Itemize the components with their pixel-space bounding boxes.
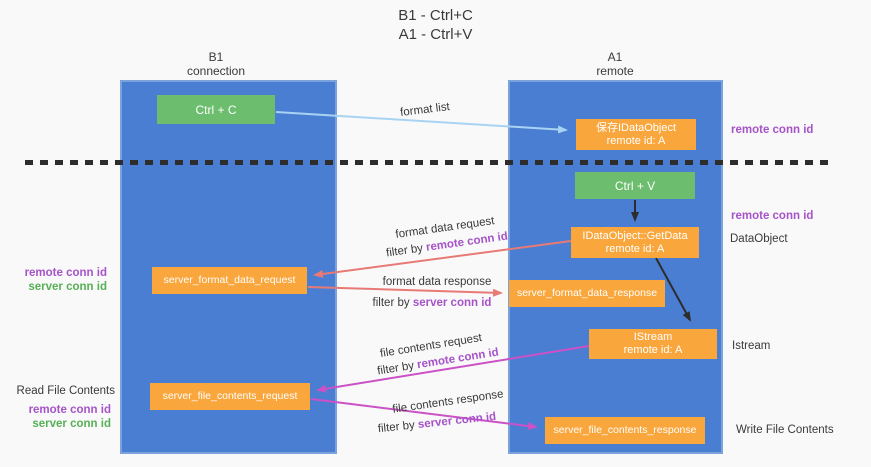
node-idataobject-getdata: IDataObject::GetData remote id: A <box>571 227 699 258</box>
right-label-remote-conn-id-mid: remote conn id <box>731 210 814 222</box>
left-label-remote-conn-id-2: remote conn id <box>28 404 111 416</box>
diagram-title-line2: A1 - Ctrl+V <box>398 26 473 43</box>
edge-label-format-list: format list <box>399 101 451 119</box>
node-istream-line1: IStream <box>633 331 673 343</box>
dashed-separator-line <box>25 160 835 165</box>
server-conn-id-text: server conn id <box>417 410 497 431</box>
node-istream-line2: remote id: A <box>623 344 683 356</box>
diagram-title-line1: B1 - Ctrl+C <box>398 7 473 24</box>
left-label-read-file-contents: Read File Contents <box>16 385 115 397</box>
node-idataobject-getdata-line2: remote id: A <box>605 242 665 255</box>
node-idataobject-getdata-line1: IDataObject::GetData <box>582 229 688 242</box>
edge-label-format-data-response-filter: filter by server conn id <box>373 297 492 309</box>
node-save-idataobject: 保存IDataObject remote id: A <box>576 119 696 150</box>
lifeline-a1-name: A1 <box>607 50 623 64</box>
lifeline-header-b1: B1 connection <box>116 50 316 78</box>
lifeline-b1-subtitle: connection <box>186 64 246 78</box>
node-server-file-contents-response-label: server_file_contents_response <box>553 424 697 436</box>
server-conn-id-text: server conn id <box>412 297 492 309</box>
node-ctrl-v-label: Ctrl + V <box>614 178 656 193</box>
node-save-idataobject-line2: remote id: A <box>606 134 666 147</box>
node-ctrl-v: Ctrl + V <box>575 172 695 199</box>
node-server-file-contents-request: server_file_contents_request <box>150 383 310 410</box>
node-server-format-data-response: server_format_data_response <box>509 280 665 307</box>
left-label-remote-conn-id-1: remote conn id <box>24 267 107 279</box>
node-server-format-data-request: server_format_data_request <box>152 267 307 294</box>
node-server-format-data-response-label: server_format_data_response <box>516 287 658 299</box>
node-server-file-contents-request-label: server_file_contents_request <box>162 390 298 402</box>
node-server-format-data-request-label: server_format_data_request <box>163 274 296 286</box>
node-server-file-contents-response: server_file_contents_response <box>545 417 705 444</box>
node-ctrl-c-label: Ctrl + C <box>195 102 237 117</box>
lifeline-b1-name: B1 <box>208 50 224 64</box>
lifeline-header-a1: A1 remote <box>515 50 715 78</box>
edge-label-format-data-response: format data response <box>382 276 492 288</box>
node-ctrl-c: Ctrl + C <box>157 95 275 124</box>
filter-by-text: filter by <box>376 359 419 378</box>
right-label-write-file-contents: Write File Contents <box>736 424 834 436</box>
right-label-remote-conn-id-top: remote conn id <box>731 124 814 136</box>
node-save-idataobject-line1: 保存IDataObject <box>595 121 677 134</box>
right-label-istream: Istream <box>732 340 771 352</box>
filter-by-text: filter by <box>372 297 413 309</box>
diagram-title: B1 - Ctrl+C A1 - Ctrl+V <box>0 6 871 44</box>
node-istream: IStream remote id: A <box>589 329 717 359</box>
left-label-server-conn-id-2: server conn id <box>32 418 111 430</box>
left-label-server-conn-id-1: server conn id <box>28 281 107 293</box>
right-label-dataobject: DataObject <box>730 233 788 245</box>
filter-by-text: filter by <box>385 241 427 260</box>
filter-by-text: filter by <box>377 419 419 436</box>
lifeline-a1-subtitle: remote <box>596 64 634 78</box>
